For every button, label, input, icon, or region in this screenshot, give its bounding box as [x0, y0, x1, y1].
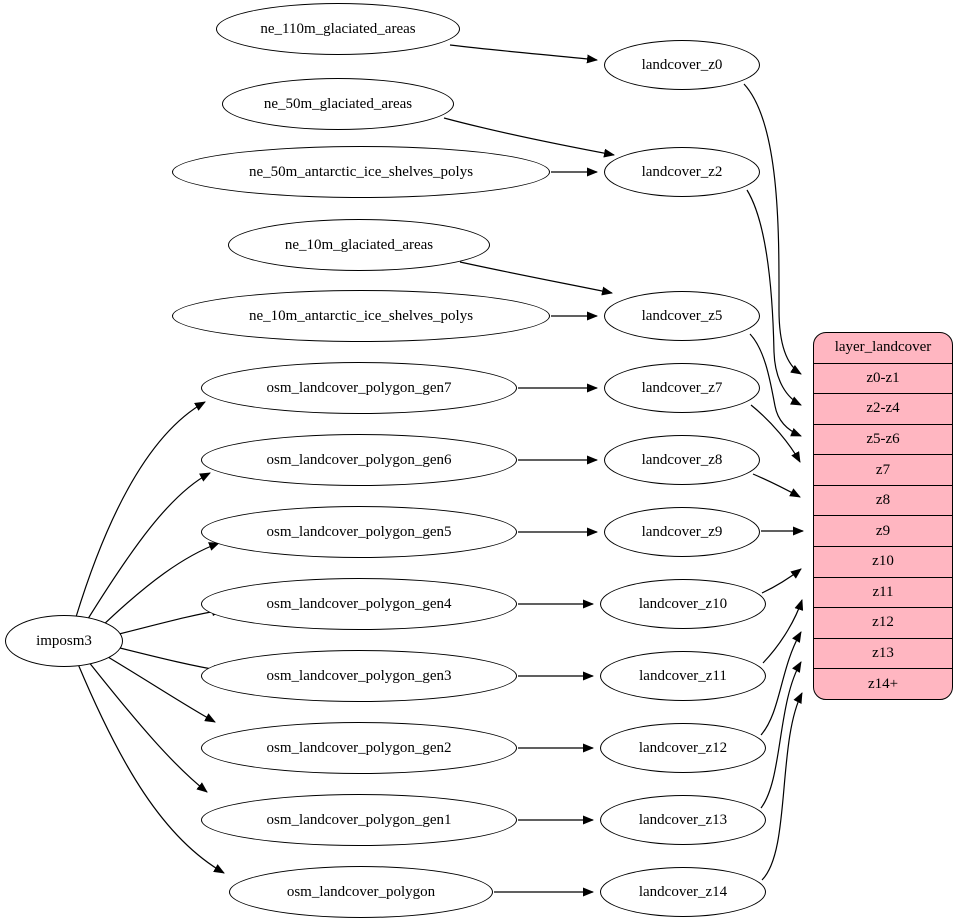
table-row-z14plus: z14+: [814, 668, 952, 699]
node-label: osm_landcover_polygon_gen5: [266, 523, 452, 540]
edge-imposm3-to-osm-landcover-polygon-gen2: [102, 653, 216, 723]
edge-imposm3-to-osm-landcover-polygon-gen4: [118, 607, 223, 635]
table-row-z11: z11: [814, 576, 952, 608]
node-ne-10m-antarctic-ice-shelves-polys: ne_10m_antarctic_ice_shelves_polys: [172, 290, 550, 342]
node-landcover-z5: landcover_z5: [604, 291, 760, 341]
edge-landcover-z5-to-row-z5-z6: [749, 333, 802, 437]
table-title: layer_landcover: [834, 339, 932, 356]
node-label: landcover_z0: [641, 56, 723, 73]
node-landcover-z8: landcover_z8: [604, 435, 760, 485]
node-osm-landcover-polygon-gen3: osm_landcover_polygon_gen3: [201, 650, 517, 702]
node-label: osm_landcover_polygon_gen6: [266, 451, 452, 468]
table-row-z13: z13: [814, 637, 952, 669]
node-landcover-z13: landcover_z13: [600, 795, 766, 845]
node-label: landcover_z9: [641, 523, 723, 540]
edge-ne-50m-glaciated-areas-to-landcover-z2: [443, 117, 615, 158]
table-row-z10: z10: [814, 546, 952, 577]
node-label: landcover_z8: [641, 451, 723, 468]
node-osm-landcover-polygon-gen7: osm_landcover_polygon_gen7: [201, 362, 517, 414]
table-row-z12: z12: [814, 607, 952, 638]
node-label: osm_landcover_polygon_gen4: [266, 595, 452, 612]
node-ne-50m-antarctic-ice-shelves-polys: ne_50m_antarctic_ice_shelves_polys: [172, 146, 550, 198]
node-osm-landcover-polygon-gen2: osm_landcover_polygon_gen2: [201, 722, 517, 774]
edge-ne-110m-glaciated-areas-to-landcover-z0: [449, 44, 598, 64]
table-row-z5-z6: z5-z6: [814, 423, 952, 455]
node-label: landcover_z7: [641, 379, 723, 396]
node-landcover-z14: landcover_z14: [600, 867, 766, 917]
node-landcover-z9: landcover_z9: [604, 507, 760, 557]
node-ne-50m-glaciated-areas: ne_50m_glaciated_areas: [222, 78, 454, 130]
edge-landcover-z13-to-row-z13: [760, 661, 802, 809]
node-label: ne_110m_glaciated_areas: [260, 20, 416, 37]
edge-imposm3-to-osm-landcover-polygon-gen6: [85, 472, 211, 623]
node-landcover-z0: landcover_z0: [604, 40, 760, 90]
node-label: landcover_z10: [638, 595, 728, 612]
edge-landcover-z14-to-row-z14plus: [761, 692, 803, 881]
node-osm-landcover-polygon-gen6: osm_landcover_polygon_gen6: [201, 434, 517, 486]
edge-landcover-z12-to-row-z12: [760, 631, 802, 736]
edge-landcover-z10-to-row-z10: [761, 568, 802, 594]
node-label: landcover_z14: [638, 883, 728, 900]
node-ne-110m-glaciated-areas: ne_110m_glaciated_areas: [216, 3, 460, 55]
node-label: osm_landcover_polygon_gen1: [266, 811, 452, 828]
table-row-z2-z4: z2-z4: [814, 393, 952, 424]
node-label: osm_landcover_polygon_gen3: [266, 667, 452, 684]
node-label: ne_10m_glaciated_areas: [284, 236, 434, 253]
node-landcover-z10: landcover_z10: [600, 579, 766, 629]
node-landcover-z11: landcover_z11: [600, 651, 766, 701]
edge-landcover-z7-to-row-z7: [750, 404, 801, 463]
node-label: osm_landcover_polygon: [286, 883, 436, 900]
node-label: ne_10m_antarctic_ice_shelves_polys: [248, 307, 474, 324]
node-label: osm_landcover_polygon_gen2: [266, 739, 452, 756]
table-row-z8: z8: [814, 484, 952, 516]
node-label: landcover_z13: [638, 811, 728, 828]
edge-landcover-z2-to-row-z2-z4: [746, 189, 802, 406]
edge-landcover-z8-to-row-z8: [752, 473, 801, 498]
node-imposm3: imposm3: [5, 615, 123, 667]
table-row-z7: z7: [814, 454, 952, 485]
node-label: landcover_z2: [641, 163, 723, 180]
node-label: osm_landcover_polygon_gen7: [266, 379, 452, 396]
node-ne-10m-glaciated-areas: ne_10m_glaciated_areas: [228, 219, 490, 271]
node-label: landcover_z5: [641, 307, 723, 324]
node-landcover-z7: landcover_z7: [604, 363, 760, 413]
edge-landcover-z0-to-row-z0-z1: [743, 83, 802, 375]
edge-imposm3-to-osm-landcover-polygon-gen5: [98, 542, 220, 630]
node-osm-landcover-polygon-gen1: osm_landcover_polygon_gen1: [201, 794, 517, 846]
table-layer-landcover: layer_landcover z0-z1 z2-z4 z5-z6 z7 z8 …: [813, 332, 953, 700]
node-label: landcover_z12: [638, 739, 728, 756]
node-landcover-z12: landcover_z12: [600, 723, 766, 773]
node-label: ne_50m_antarctic_ice_shelves_polys: [248, 163, 474, 180]
edge-imposm3-to-osm-landcover-polygon-gen1: [87, 660, 208, 793]
table-row-z0-z1: z0-z1: [814, 362, 952, 394]
edge-imposm3-to-osm-landcover-polygon: [77, 663, 225, 874]
edge-imposm3-to-osm-landcover-polygon-gen7: [75, 401, 206, 618]
edge-ne-10m-glaciated-areas-to-landcover-z5: [459, 261, 613, 296]
node-osm-landcover-polygon: osm_landcover_polygon: [229, 866, 493, 918]
node-label: landcover_z11: [639, 667, 727, 684]
node-label: ne_50m_glaciated_areas: [263, 95, 413, 112]
node-osm-landcover-polygon-gen5: osm_landcover_polygon_gen5: [201, 506, 517, 558]
node-label: imposm3: [36, 632, 92, 649]
node-landcover-z2: landcover_z2: [604, 147, 760, 197]
table-row-z9: z9: [814, 515, 952, 546]
node-osm-landcover-polygon-gen4: osm_landcover_polygon_gen4: [201, 578, 517, 630]
edge-landcover-z11-to-row-z11: [762, 599, 804, 664]
